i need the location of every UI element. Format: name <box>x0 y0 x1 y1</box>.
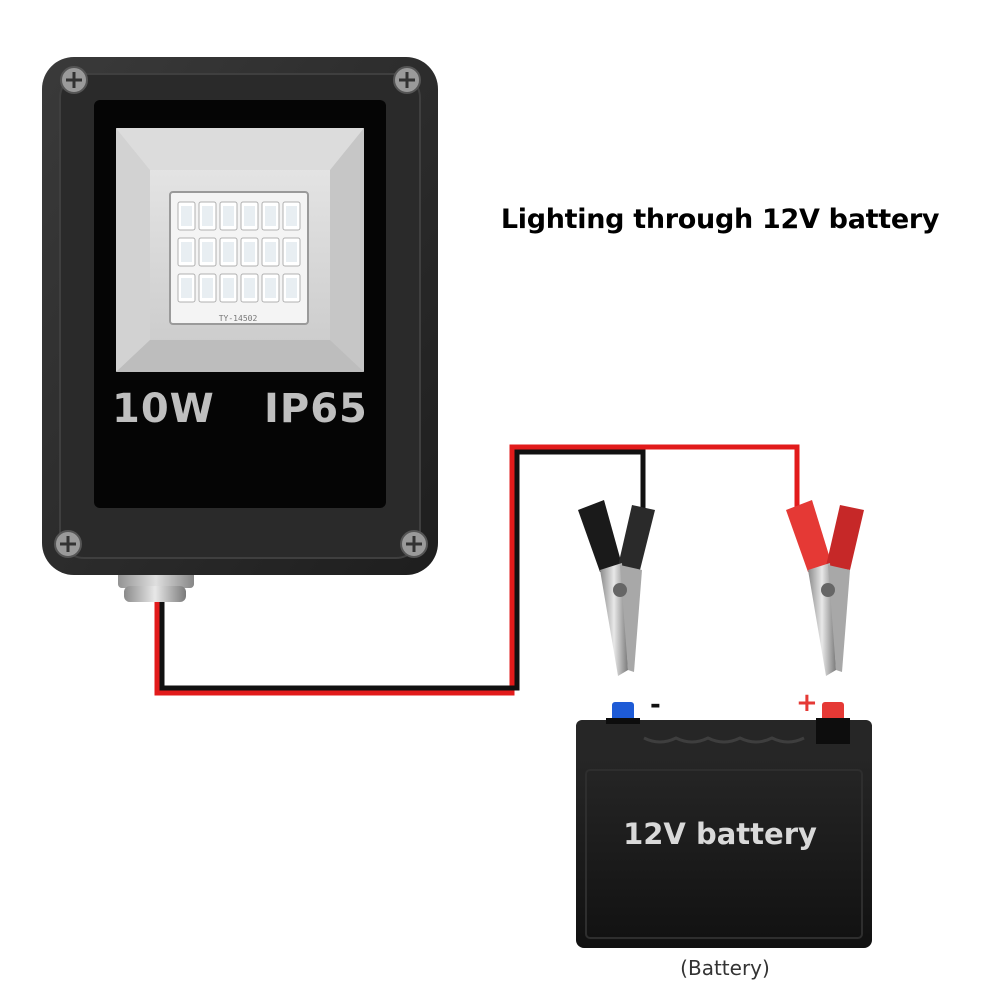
led-element-lens <box>223 242 234 262</box>
led-element-lens <box>181 206 192 226</box>
led-chip-icon: TY-14502 <box>169 191 309 325</box>
wires <box>154 444 800 696</box>
led-element-lens <box>265 278 276 298</box>
ip-rating-label: IP65 <box>264 386 368 432</box>
positive-clip <box>786 500 864 676</box>
negative-terminal <box>612 702 634 722</box>
led-element-lens <box>223 278 234 298</box>
led-element-lens <box>202 206 213 226</box>
led-element-lens <box>202 242 213 262</box>
led-element-lens <box>181 242 192 262</box>
positive-wire <box>154 444 800 696</box>
screw-icon <box>54 66 428 558</box>
led-element-lens <box>223 206 234 226</box>
led-element-lens <box>286 206 297 226</box>
negative-wire <box>159 449 646 691</box>
diagram-title: Lighting through 12V battery <box>500 204 940 235</box>
led-element-lens <box>202 278 213 298</box>
led-element-lens <box>265 242 276 262</box>
negative-symbol: - <box>650 690 661 720</box>
positive-terminal <box>822 702 844 722</box>
led-element-lens <box>244 278 255 298</box>
led-element-lens <box>286 242 297 262</box>
led-element-lens <box>265 206 276 226</box>
power-label: 10W <box>112 386 215 432</box>
positive-symbol: + <box>796 688 818 718</box>
battery-caption: (Battery) <box>680 956 770 980</box>
led-element-lens <box>244 206 255 226</box>
led-element-lens <box>244 242 255 262</box>
svg-text:TY-14502: TY-14502 <box>219 314 258 323</box>
battery-label: 12V battery <box>623 817 817 851</box>
alligator-clip-icon <box>578 500 655 676</box>
alligator-clip-icon <box>786 500 864 676</box>
car-battery-icon <box>576 702 872 948</box>
negative-clip <box>578 500 655 676</box>
floodlight-icon: TY-14502 <box>42 57 438 602</box>
led-element-lens <box>181 278 192 298</box>
led-element-lens <box>286 278 297 298</box>
